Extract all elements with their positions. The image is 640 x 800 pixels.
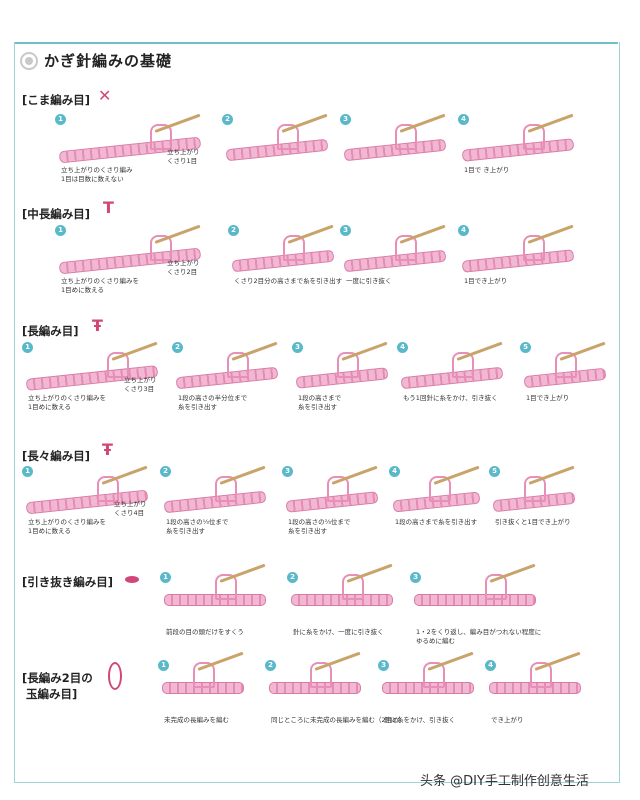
- step-number-badge: 3: [340, 114, 351, 125]
- yarn-loop-illustration: [530, 662, 552, 688]
- bullet-icon: [20, 51, 38, 70]
- step-number-badge: 4: [389, 466, 400, 477]
- yarn-loop-illustration: [97, 476, 119, 502]
- step-caption: 立ち上がりのくさり編み 1目は目数に数えない: [61, 166, 133, 183]
- step-number-badge: 1: [55, 225, 66, 236]
- step-caption: 同じところに未完成の長編みを編む（2目め）: [271, 716, 406, 724]
- section-label-sc: [こま編み目]: [22, 93, 91, 107]
- turning-chain-note: 立ち上がり くさり1目: [167, 148, 200, 165]
- step-number-badge: 2: [265, 660, 276, 671]
- step-caption: 1目でき上がり: [526, 394, 570, 402]
- step-number-badge: 4: [458, 225, 469, 236]
- step-caption: 1段の高さの半分位まで 糸を引き出す: [178, 394, 248, 411]
- yarn-loop-illustration: [283, 235, 305, 261]
- yarn-loop-illustration: [327, 476, 349, 502]
- step-number-badge: 5: [489, 466, 500, 477]
- yarn-loop-illustration: [150, 124, 172, 150]
- title-bar: かぎ針編みの基礎: [20, 50, 172, 71]
- step-caption: 未完成の長編みを編む: [164, 716, 229, 724]
- step-caption: 前段の目の頭だけをすくう: [166, 628, 244, 636]
- step-caption: でき上がり: [491, 716, 524, 724]
- step-number-badge: 2: [228, 225, 239, 236]
- step-caption: 立ち上がりのくさり編みを 1目めに数える: [28, 394, 106, 411]
- turning-chain-note: 立ち上がり くさり4目: [114, 500, 147, 517]
- oval-symbol-icon: [125, 576, 139, 583]
- step-number-badge: 1: [55, 114, 66, 125]
- yarn-loop-illustration: [429, 476, 451, 502]
- watermark-text: 头条 @DIY手工制作创意生活: [420, 774, 589, 789]
- step-caption: 1段の高さまで糸を引き出す: [395, 518, 478, 526]
- step-number-badge: 3: [282, 466, 293, 477]
- turning-chain-note: 立ち上がり くさり2目: [167, 259, 200, 276]
- section-label-bobble: [長編み2目の 玉編み目]: [22, 671, 93, 701]
- step-number-badge: 3: [340, 225, 351, 236]
- step-number-badge: 4: [485, 660, 496, 671]
- yarn-loop-illustration: [452, 352, 474, 378]
- section-label-dc: [長編み目]: [22, 324, 79, 338]
- step-caption: 立ち上がりのくさり編みを 1目めに数える: [28, 518, 106, 535]
- yarn-loop-illustration: [555, 352, 577, 378]
- yarn-loop-illustration: [227, 352, 249, 378]
- step-caption: 立ち上がりのくさり編みを 1目めに数える: [61, 277, 139, 294]
- x-symbol-icon: ✕: [98, 86, 112, 105]
- step-caption: 1目でき上がり: [464, 277, 508, 285]
- dc-symbol-icon: Ŧ: [92, 316, 103, 335]
- yarn-loop-illustration: [524, 476, 546, 502]
- section-label-slst: [引き抜き編み目]: [22, 575, 114, 589]
- yarn-loop-illustration: [277, 124, 299, 150]
- step-number-badge: 2: [160, 466, 171, 477]
- step-number-badge: 4: [397, 342, 408, 353]
- step-caption: 一度に引き抜く: [346, 277, 392, 285]
- yarn-loop-illustration: [395, 124, 417, 150]
- yarn-loop-illustration: [523, 235, 545, 261]
- step-caption: 針に糸をかけ、一度に引き抜く: [293, 628, 384, 636]
- yarn-loop-illustration: [193, 662, 215, 688]
- yarn-loop-illustration: [485, 574, 507, 600]
- step-caption: 1・2をくり返し、編み目がつれない程度に ゆるめに編む: [416, 628, 542, 645]
- section-label-hdc: [中長編み目]: [22, 207, 91, 221]
- yarn-loop-illustration: [107, 352, 129, 378]
- step-number-badge: 1: [160, 572, 171, 583]
- step-caption: 針に糸をかけ、引き抜く: [384, 716, 456, 724]
- yarn-loop-illustration: [342, 574, 364, 600]
- step-number-badge: 1: [22, 342, 33, 353]
- step-number-badge: 1: [158, 660, 169, 671]
- step-caption: くさり2目分の高さまで糸を引き出す: [234, 277, 343, 285]
- step-number-badge: 2: [222, 114, 233, 125]
- yarn-loop-illustration: [310, 662, 332, 688]
- stitch-chain-illustration: [414, 594, 536, 606]
- t-symbol-icon: T: [103, 198, 114, 217]
- yarn-loop-illustration: [395, 235, 417, 261]
- step-number-badge: 4: [458, 114, 469, 125]
- step-number-badge: 3: [292, 342, 303, 353]
- tr-symbol-icon: Ŧ: [102, 440, 113, 459]
- step-caption: もう1回針に糸をかけ、引き抜く: [403, 394, 498, 402]
- yarn-loop-illustration: [215, 574, 237, 600]
- step-caption: 1段の高さの⅓位まで 糸を引き出す: [166, 518, 229, 535]
- step-number-badge: 3: [378, 660, 389, 671]
- page-title: かぎ針編みの基礎: [44, 52, 173, 70]
- step-caption: 1段の高さの⅔位まで 糸を引き出す: [288, 518, 351, 535]
- step-number-badge: 3: [410, 572, 421, 583]
- yarn-loop-illustration: [150, 235, 172, 261]
- yarn-loop-illustration: [423, 662, 445, 688]
- top-border: [14, 42, 618, 44]
- step-caption: 引き抜くと1目でき上がり: [495, 518, 571, 526]
- bobble-symbol-icon: [108, 662, 122, 690]
- yarn-loop-illustration: [337, 352, 359, 378]
- step-number-badge: 2: [287, 572, 298, 583]
- step-caption: 1段の高さまで 糸を引き出す: [298, 394, 342, 411]
- yarn-loop-illustration: [215, 476, 237, 502]
- section-label-tr: [長々編み目]: [22, 449, 91, 463]
- step-number-badge: 1: [22, 466, 33, 477]
- step-number-badge: 2: [172, 342, 183, 353]
- step-caption: 1目で き上がり: [464, 166, 510, 174]
- page-frame: [14, 42, 620, 783]
- stitch-chain-illustration: [162, 682, 244, 694]
- turning-chain-note: 立ち上がり くさり3目: [124, 376, 157, 393]
- yarn-loop-illustration: [523, 124, 545, 150]
- step-number-badge: 5: [520, 342, 531, 353]
